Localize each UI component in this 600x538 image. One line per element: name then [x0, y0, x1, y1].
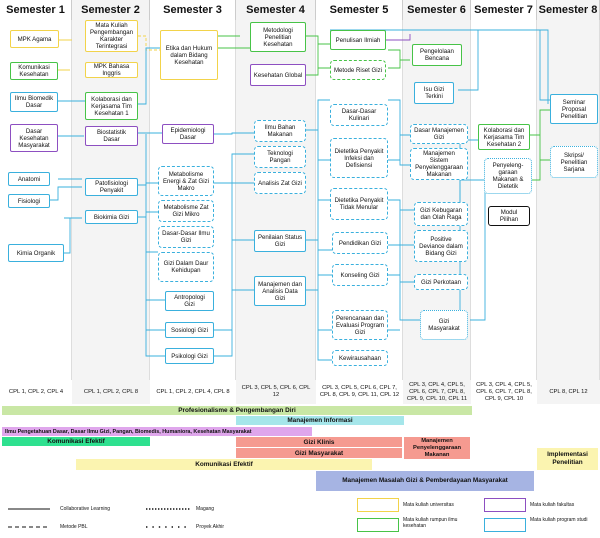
legend-proyek: Proyek Akhir [196, 524, 225, 530]
legend-rumpun: Mata kuliah rumpun ilmu kesehatan [403, 517, 458, 529]
band-gizi-klinis: Gizi Klinis [236, 437, 402, 447]
legend-collaborative: Collaborative Learning [60, 506, 111, 512]
course-perencanaan-evaluasi[interactable]: Perencanaan dan Evaluasi Program Gizi [332, 310, 388, 340]
course-kewirausahaan[interactable]: Kewirausahaan [332, 350, 388, 366]
course-biokimia-gizi[interactable]: Biokimia Gizi [85, 210, 138, 224]
cpl-row: CPL 1, CPL 2, CPL 4 CPL 1, CPL 2, CPL 8 … [0, 380, 600, 404]
legend-univ: Mata kuliah universitas [403, 502, 454, 508]
course-kolaborasi-1[interactable]: Kolaborasi dan Kerjasama Tim Kesehatan 1 [85, 92, 138, 120]
course-metodologi-penelitian[interactable]: Metodologi Penelitian Kesehatan [250, 22, 306, 52]
course-dasar-kesehatan-masyarakat[interactable]: Dasar Kesehatan Masyarakat [10, 124, 58, 152]
course-penilaian-status-gizi[interactable]: Penilaian Status Gizi [254, 230, 306, 252]
cpl-semester-5: CPL 3, CPL 5, CPL 6, CPL 7, CPL 8, CPL 9… [319, 385, 400, 398]
course-manajemen-analisis-data[interactable]: Manajemen dan Analisis Data Gizi [254, 276, 306, 306]
course-modul-pilihan[interactable]: Modul Pilihan [488, 206, 530, 226]
course-kolaborasi-2[interactable]: Kolaborasi dan Kerjasama Tim Kesehatan 2 [478, 124, 530, 150]
course-positive-deviance[interactable]: Positive Deviance dalam Bidang Gizi [414, 230, 468, 262]
cpl-semester-4: CPL 3, CPL 5, CPL 6, CPL 12 [236, 380, 316, 404]
band-komunikasi-efektif-1: Komunikasi Efektif [2, 437, 150, 446]
course-dasar-manajemen-gizi[interactable]: Dasar Manajemen Gizi [410, 124, 468, 144]
band-manajemen-informasi: Manajemen Informasi [236, 416, 404, 425]
cpl-semester-6: CPL 3, CPL 4, CPL 5, CPL 6, CPL 7, CPL 8… [403, 380, 471, 404]
course-psikologi-gizi[interactable]: Psikologi Gizi [165, 348, 214, 364]
cpl-semester-2: CPL 1, CPL 2, CPL 8 [72, 380, 150, 404]
course-dasar-ilmu-gizi[interactable]: Dasar-Dasar Ilmu Gizi [158, 226, 214, 248]
course-ilmu-biomedik-dasar[interactable]: Ilmu Biomedik Dasar [10, 92, 58, 112]
course-dietetika-infeksi[interactable]: Dietetika Penyakit Infeksi dan Defisiens… [330, 138, 388, 178]
course-isu-gizi-terkini[interactable]: Isu Gizi Terkini [414, 82, 454, 104]
course-dasar-kulinari[interactable]: Dasar-Dasar Kulinari [330, 104, 388, 126]
semester-4-heading: Semester 4 [236, 0, 316, 20]
course-antropologi-gizi[interactable]: Antropologi Gizi [165, 291, 214, 311]
course-mpk-agama[interactable]: MPK Agama [10, 30, 59, 48]
semester-header: Semester 1 Semester 2 Semester 3 Semeste… [0, 0, 600, 20]
course-penyelenggaraan-makanan-dietetik[interactable]: Penyeleng-garaan Makanan & Dietetik [484, 158, 532, 194]
course-biostatistik-dasar[interactable]: Biostatistik Dasar [85, 126, 138, 146]
course-manajemen-sistem-penyelenggaraan[interactable]: Manajemen Sistem Penyelenggaraan Makanan [410, 148, 468, 180]
band-ilmu-pengetahuan: Ilmu Pengetahuan Dasar, Dasar Ilmu Gizi,… [2, 427, 312, 436]
course-gizi-daur-kehidupan[interactable]: Gizi Dalam Daur Kehidupan [158, 252, 214, 282]
course-teknologi-pangan[interactable]: Teknologi Pangan [254, 146, 306, 168]
cpl-semester-1: CPL 1, CPL 2, CPL 4 [8, 388, 64, 395]
course-analisis-zat-gizi[interactable]: Analisis Zat Gizi [254, 172, 306, 194]
semester-2-heading: Semester 2 [72, 0, 150, 20]
course-sosiologi-gizi[interactable]: Sosiologi Gizi [165, 322, 214, 338]
cpl-semester-8: CPL 8, CPL 12 [537, 380, 600, 404]
course-konseling-gizi[interactable]: Konseling Gizi [332, 264, 388, 286]
course-metabolisme-mikro[interactable]: Metabolisme Zat Gizi Mikro [158, 200, 214, 222]
semester-3-heading: Semester 3 [150, 0, 236, 20]
course-patofisiologi[interactable]: Patofisiologi Penyakit [85, 178, 138, 196]
legend-fak-swatch [484, 498, 526, 512]
band-manajemen-penyelenggaraan: Manajemen Penyelenggaraan Makanan [404, 437, 470, 459]
legend-univ-swatch [357, 498, 399, 512]
course-kimia-organik[interactable]: Kimia Organik [8, 244, 64, 262]
course-kesehatan-global[interactable]: Kesehatan Global [250, 64, 306, 86]
semester-1-heading: Semester 1 [0, 0, 72, 20]
course-gizi-perkotaan[interactable]: Gizi Perkotaan [414, 274, 468, 290]
course-dietetika-tidak-menular[interactable]: Dietetika Penyakit Tidak Menular [330, 188, 388, 220]
legend-prodi-swatch [484, 518, 526, 532]
band-manajemen-masalah-gizi: Manajemen Masalah Gizi & Pemberdayaan Ma… [316, 471, 534, 491]
course-etika-hukum[interactable]: Etika dan Hukum dalam Bidang Kesehatan [160, 30, 218, 80]
semester-8-heading: Semester 8 [537, 0, 600, 20]
band-komunikasi-efektif-2: Komunikasi Efektif [76, 459, 372, 470]
prerequisite-connectors [50, 29, 550, 361]
course-pendidikan-gizi[interactable]: Pendidikan Gizi [332, 232, 388, 254]
course-mpk-bahasa-inggris[interactable]: MPK Bahasa Inggris [85, 62, 138, 78]
course-anatomi[interactable]: Anatomi [8, 172, 50, 186]
band-gizi-masyarakat: Gizi Masyarakat [236, 448, 402, 458]
legend-magang: Magang [196, 506, 215, 512]
course-gizi-masyarakat[interactable]: Gizi Masyarakat [420, 310, 468, 340]
legend-fak: Mata kuliah fakultas [530, 502, 575, 508]
course-komunikasi-kesehatan[interactable]: Komunikasi Kesehatan [10, 62, 58, 80]
course-mk-pengembangan-karakter[interactable]: Mata Kuliah Pengembangan Karakter Terint… [85, 20, 138, 52]
band-profesionalisme: Profesionalisme & Pengembangan Diri [2, 406, 472, 415]
line-style-legend [8, 508, 190, 528]
course-epidemiologi-dasar[interactable]: Epidemiologi Dasar [162, 124, 214, 144]
cpl-semester-3: CPL 1, CPL 2, CPL 4, CPL 8 [156, 388, 230, 395]
legend-pbl: Metode PBL [60, 524, 88, 530]
course-pengelolaan-bencana[interactable]: Pengelolaan Bencana [412, 44, 462, 66]
band-implementasi-penelitian: Implementasi Penelitian [537, 448, 598, 470]
course-fisiologi[interactable]: Fisiologi [8, 194, 50, 208]
course-metabolisme-makro[interactable]: Metabolisme Energi & Zat Gizi Makro [158, 166, 214, 196]
course-gizi-kebugaran[interactable]: Gizi Kebugaran dan Olah Raga [414, 202, 468, 226]
legend-rumpun-swatch [357, 518, 399, 532]
cpl-semester-7: CPL 3, CPL 4, CPL 5, CPL 6, CPL 7, CPL 8… [476, 381, 532, 402]
semester-6-heading: Semester 6 [403, 0, 471, 20]
course-skripsi[interactable]: Skripsi/ Penelitian Sarjana [550, 146, 598, 178]
course-penulisan-ilmiah[interactable]: Penulisan Ilmiah [330, 30, 386, 50]
semester-5-heading: Semester 5 [316, 0, 403, 20]
course-ilmu-bahan-makanan[interactable]: Ilmu Bahan Makanan [254, 120, 306, 142]
course-metode-riset-gizi[interactable]: Metode Riset Gizi [330, 60, 386, 80]
semester-7-heading: Semester 7 [471, 0, 537, 20]
legend-prodi: Mata kuliah program studi [530, 517, 588, 523]
course-seminar-proposal[interactable]: Seminar Proposal Penelitian [550, 94, 598, 124]
